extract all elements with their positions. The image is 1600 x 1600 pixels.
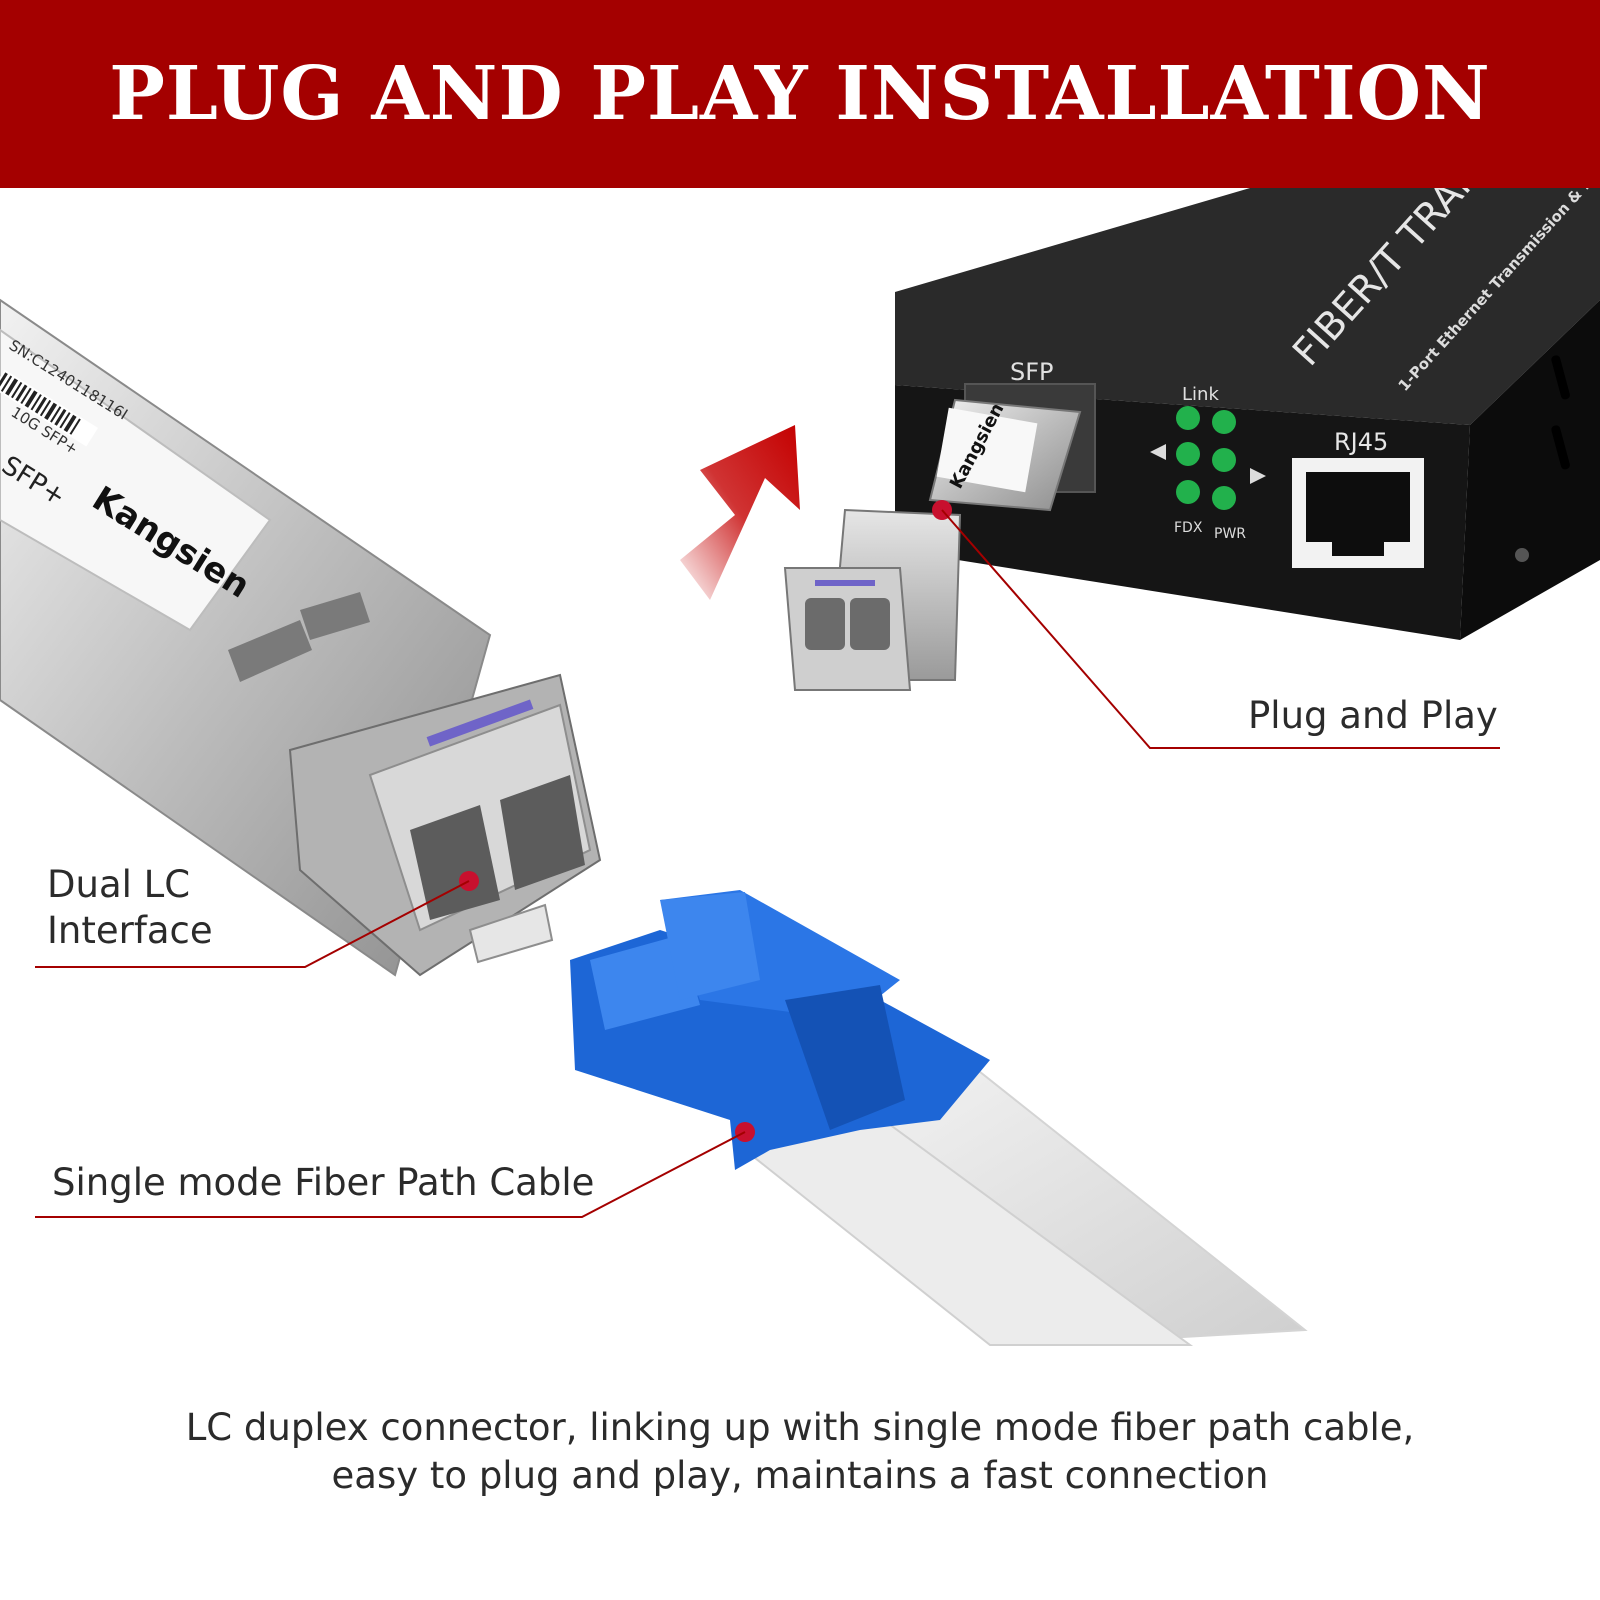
caption-line2: easy to plug and play, maintains a fast … (331, 1454, 1269, 1497)
rj45-label: RJ45 (1334, 428, 1388, 456)
screw-icon (1515, 548, 1529, 562)
link-label: Link (1182, 384, 1219, 405)
small-sfp-module: Kangsien (783, 398, 1082, 691)
caption-line1: LC duplex connector, linking up with sin… (185, 1406, 1415, 1449)
fdx-label: FDX (1174, 520, 1203, 536)
product-illustration: FIBER/T TRANS 1-Port Ethernet Transmissi… (0, 188, 1600, 1346)
arrow-left-icon (1150, 444, 1166, 460)
callout-dual-lc (35, 871, 479, 968)
callout-label-fiber-cable: Single mode Fiber Path Cable (52, 1161, 595, 1204)
header-banner: PLUG AND PLAY INSTALLATION (0, 0, 1600, 188)
led (1176, 480, 1200, 504)
status-leds (1176, 406, 1236, 510)
rj45-port (1292, 458, 1424, 568)
callout-dual-lc-line2: Interface (47, 909, 213, 952)
media-converter: FIBER/T TRANS 1-Port Ethernet Transmissi… (895, 188, 1600, 640)
caption: LC duplex connector, linking up with sin… (0, 1404, 1600, 1500)
led (1212, 448, 1236, 472)
insert-arrow-icon (680, 425, 800, 600)
arrow-right-icon (1250, 468, 1266, 484)
large-sfp-module: Kangsien SN:C1240118116I 10G SFP+ SFP+ (0, 298, 602, 977)
callout-fiber-cable (35, 1122, 755, 1218)
led (1212, 486, 1236, 510)
sfp-port-label: SFP (1010, 358, 1054, 386)
led (1176, 406, 1200, 430)
lc-duplex-cable (570, 890, 1308, 1346)
callout-dual-lc-line1: Dual LC (47, 863, 191, 906)
pwr-label: PWR (1214, 526, 1246, 542)
callout-label-dual-lc: Dual LC Interface (47, 862, 213, 954)
callout-label-plug-and-play: Plug and Play (1248, 694, 1498, 737)
led (1212, 410, 1236, 434)
led (1176, 442, 1200, 466)
barcode (0, 369, 98, 447)
page-title: PLUG AND PLAY INSTALLATION (109, 51, 1491, 137)
callout-plug-and-play (932, 500, 1500, 749)
